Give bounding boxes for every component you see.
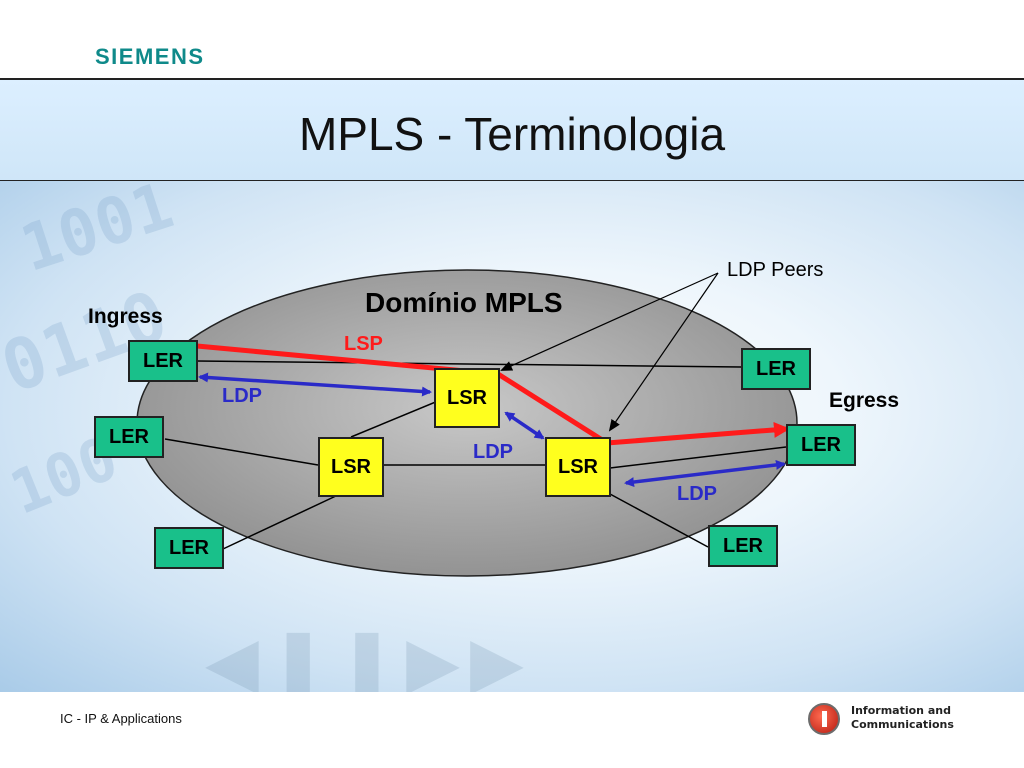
egress-label: Egress (829, 389, 900, 412)
siemens-logo: SIEMENS (95, 44, 205, 69)
footer-brand: Information and Communications (851, 704, 954, 732)
ler-left-bottom-node: LER (154, 527, 224, 569)
ldp-label: LDP (677, 483, 717, 505)
ldp-arrow-ingress-lsr (198, 372, 432, 397)
ldp-arrow-lsr-lsr (504, 411, 545, 440)
link-ler-left-bottom-lsr-left (222, 494, 339, 550)
lsp-path (196, 343, 790, 446)
link-ler-ingress-ler-right-top (196, 360, 742, 368)
link-lsr-right-ler-right-bottom (609, 493, 709, 548)
footer-department: IC - IP & Applications (60, 711, 182, 726)
ler-egress-node: LER (786, 424, 856, 466)
ldp-arrow-lsr-egress (624, 459, 786, 488)
ingress-label: Ingress (88, 305, 163, 328)
lsr-left-node: LSR (318, 437, 384, 497)
lsr-top-node: LSR (434, 368, 500, 428)
page-title: MPLS - Terminologia (298, 108, 726, 160)
ler-left-mid-node: LER (94, 416, 164, 458)
ldp-label: LDP (473, 441, 513, 463)
domain-label: Domínio MPLS (365, 287, 563, 318)
ler-right-bottom-node: LER (708, 525, 778, 567)
ldp-peers-label: LDP Peers (727, 259, 824, 281)
title-band (0, 78, 1024, 182)
ldp-label: LDP (222, 385, 262, 407)
link-ler-left-mid-lsr-left (164, 438, 319, 466)
ic-logo-icon (808, 703, 840, 735)
lsp-label: LSP (344, 333, 383, 355)
lsr-right-node: LSR (545, 437, 611, 497)
footer-brand-line2: Communications (851, 718, 954, 731)
ler-right-top-node: LER (741, 348, 811, 390)
footer-brand-line1: Information and (851, 704, 951, 717)
ldp-peers-pointer-bottom (608, 272, 719, 432)
media-controls-watermark: ◀❚❚▶▶ (205, 621, 534, 692)
ler-ingress-node: LER (128, 340, 198, 382)
ldp-peers-pointer-top (500, 272, 719, 371)
